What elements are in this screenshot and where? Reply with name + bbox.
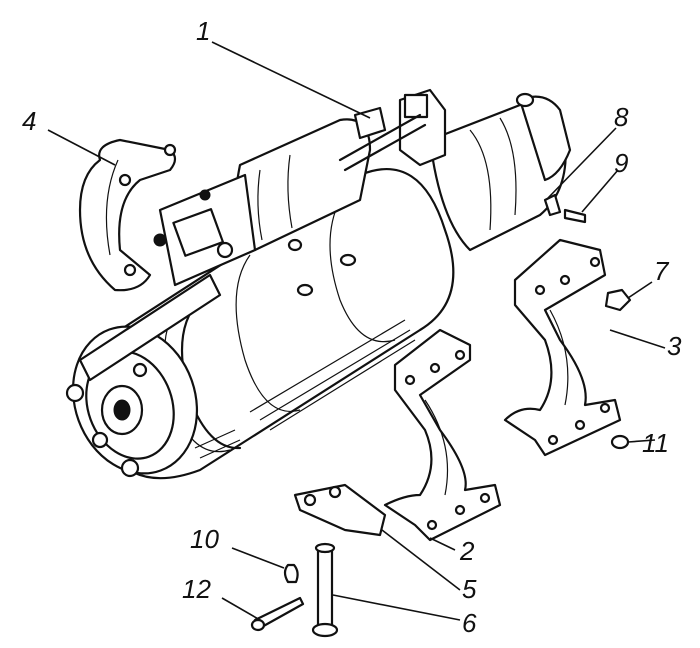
callout-10: 10 <box>190 524 219 554</box>
callout-4: 4 <box>22 106 36 136</box>
clamp-2 <box>383 328 502 542</box>
drive-end-housing <box>428 92 572 252</box>
callout-labels: 1 2 3 4 5 6 7 8 9 10 11 12 <box>22 16 682 638</box>
bracket-5 <box>293 483 387 537</box>
callout-5: 5 <box>462 574 477 604</box>
lever-bracket <box>338 88 447 172</box>
callout-6: 6 <box>462 608 477 638</box>
callout-8: 8 <box>614 102 629 132</box>
callout-7: 7 <box>654 256 670 286</box>
callout-12: 12 <box>182 574 211 604</box>
leader-lines <box>47 41 666 621</box>
callout-1: 1 <box>196 16 210 46</box>
housing-strap <box>78 273 222 382</box>
motor-housing <box>65 167 455 480</box>
callout-3: 3 <box>667 331 682 361</box>
solenoid-relay <box>153 118 372 287</box>
small-fasteners <box>250 193 632 632</box>
clamp-4 <box>78 138 177 292</box>
callout-2: 2 <box>459 536 475 566</box>
callout-9: 9 <box>614 148 628 178</box>
clamp-3 <box>503 238 622 457</box>
callout-11: 11 <box>642 428 669 458</box>
bolt-6 <box>311 542 339 638</box>
